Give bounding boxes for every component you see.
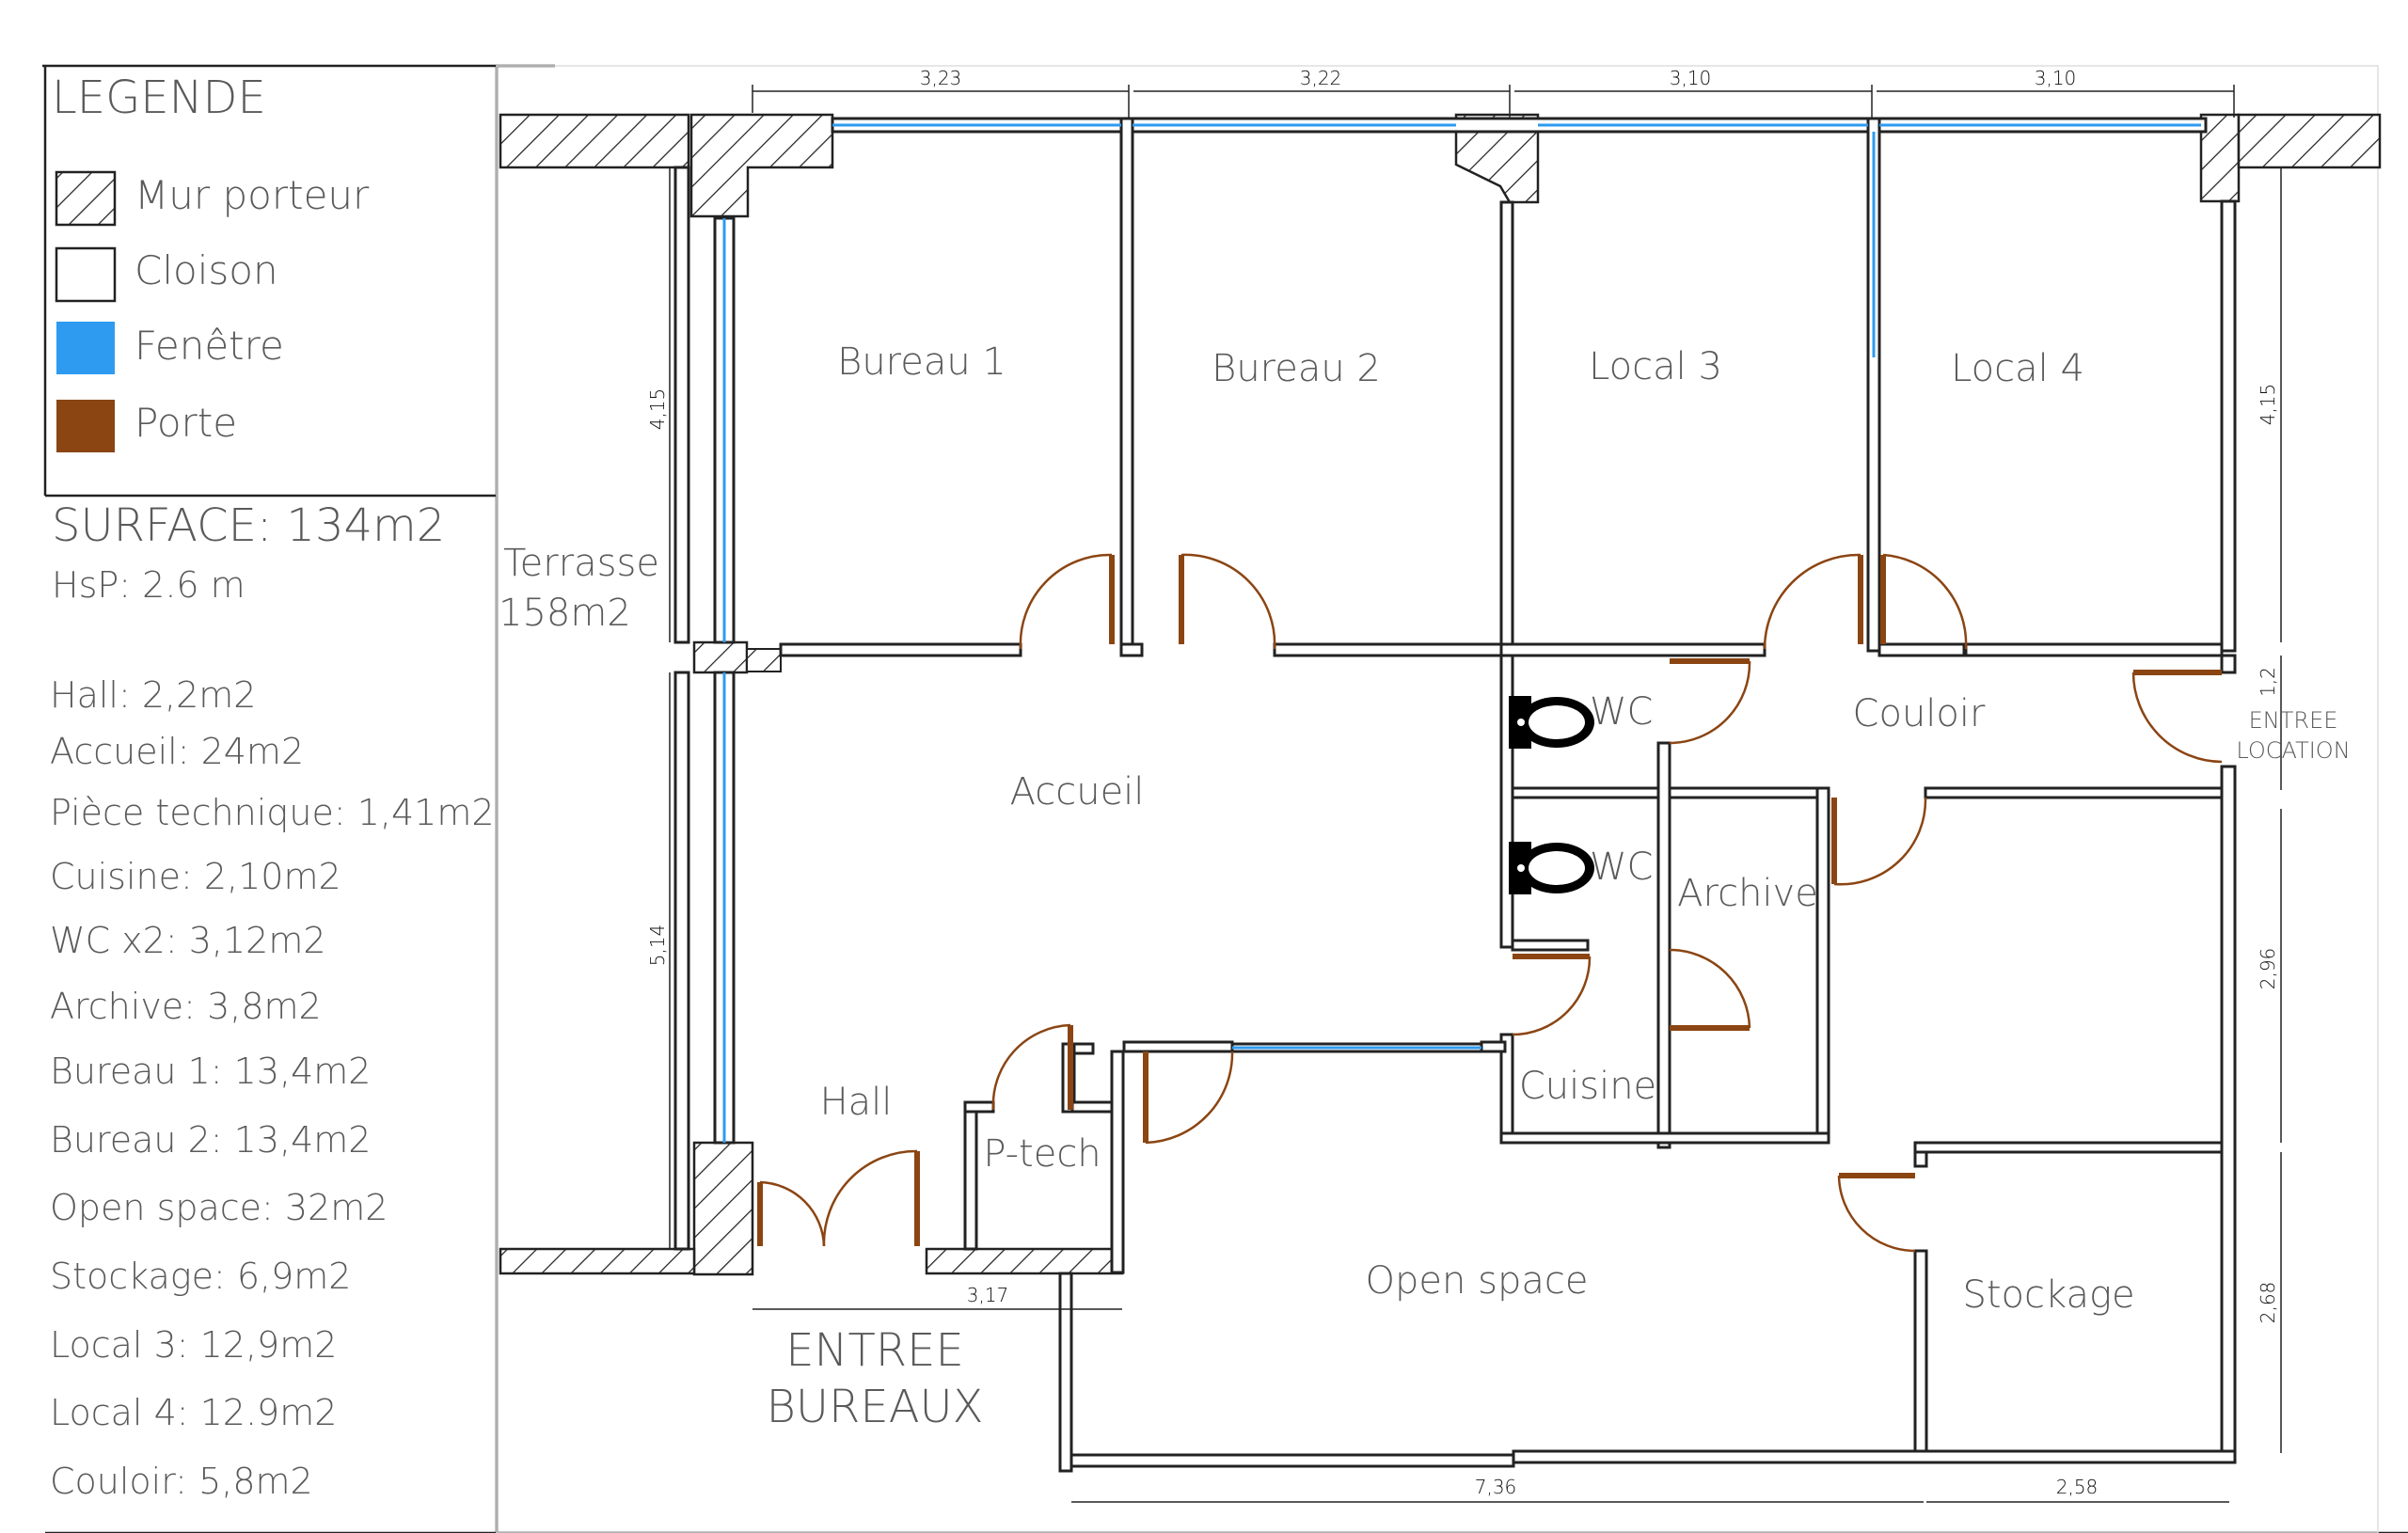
- windows: [722, 123, 2201, 1143]
- room-label-hall: Hall: [820, 1081, 893, 1124]
- entry-label-location: LOCATION: [2236, 737, 2350, 764]
- toilet-icon: [1509, 842, 1594, 894]
- room-label-wc: WC: [1590, 846, 1653, 889]
- surface-item: Local 3: 12,9m2: [50, 1324, 337, 1366]
- room-label-open-space: Open space: [1366, 1259, 1589, 1303]
- dimension-label: 4,15: [646, 388, 669, 431]
- room-label-bureau-2: Bureau 2: [1212, 347, 1381, 390]
- surface-item: Hall: 2,2m2: [50, 674, 256, 716]
- door-swatch: [56, 400, 115, 452]
- ceiling-height: HsP: 2.6 m: [52, 564, 246, 606]
- dimension-label: 4,15: [2257, 384, 2279, 426]
- legend-item-door: Porte: [135, 400, 237, 446]
- load-bearing-wall: [499, 113, 690, 169]
- dimension-label: 3,10: [2035, 67, 2077, 89]
- load-bearing-wall: [925, 1247, 1124, 1275]
- dimension-label: 5,14: [646, 925, 669, 967]
- room-label-terrasse: Terrasse: [503, 542, 659, 585]
- load-bearing-wall: [499, 1247, 696, 1275]
- surface-title: SURFACE: 134m2: [52, 499, 445, 552]
- window-swatch: [56, 322, 115, 374]
- partition-swatch: [55, 246, 117, 303]
- room-label-bureau-1: Bureau 1: [837, 340, 1006, 384]
- room-label-terrasse-area: 158m2: [499, 592, 631, 635]
- surface-item: Cuisine: 2,10m2: [50, 856, 341, 897]
- room-label-cuisine: Cuisine: [1519, 1065, 1656, 1108]
- surface-item: Local 4: 12.9m2: [50, 1392, 337, 1433]
- room-label-local-4: Local 4: [1951, 347, 2084, 390]
- toilet-icon: [1509, 696, 1594, 749]
- surface-item: Bureau 2: 13,4m2: [50, 1119, 371, 1161]
- surface-list: Hall: 2,2m2 Accueil: 24m2 Pièce techniqu…: [50, 674, 495, 1502]
- dimension-label: 2,58: [2056, 1476, 2099, 1498]
- load-bearing-wall: [692, 640, 749, 674]
- entry-label-bureaux: BUREAUX: [766, 1381, 983, 1433]
- load-bearing-wall: [746, 648, 782, 672]
- legend-title: LEGENDE: [52, 71, 266, 124]
- dimension-label: 3,22: [1300, 67, 1342, 89]
- doors: [757, 553, 2223, 1253]
- surface-item: Bureau 1: 13,4m2: [50, 1051, 371, 1092]
- room-label-couloir: Couloir: [1853, 692, 1986, 735]
- dimension-label: 7,36: [1475, 1476, 1517, 1498]
- load-bearing-walls: [499, 113, 2382, 1276]
- dimension-label: 3,23: [920, 67, 962, 89]
- room-label-accueil: Accueil: [1010, 770, 1145, 814]
- hatch-swatch: [55, 170, 117, 227]
- surface-item: Couloir: 5,8m2: [50, 1461, 313, 1502]
- surface-item: Stockage: 6,9m2: [50, 1256, 351, 1297]
- legend-item-load-bearing-wall: Mur porteur: [135, 172, 370, 218]
- plan-frame: [496, 65, 2379, 1533]
- surface-item: WC x2: 3,12m2: [50, 920, 326, 961]
- surface-item: Accueil: 24m2: [50, 731, 304, 772]
- entry-label-bureaux: ENTREE: [785, 1324, 964, 1377]
- partition-walls: [673, 117, 2237, 1473]
- surface-item: Pièce technique: 1,41m2: [50, 792, 495, 833]
- room-label-archive: Archive: [1677, 872, 1818, 915]
- room-label-stockage: Stockage: [1962, 1273, 2134, 1317]
- load-bearing-wall: [692, 1141, 754, 1276]
- dimension-lines: [669, 85, 2282, 1503]
- entry-label-location: ENTREE: [2249, 707, 2338, 734]
- dimension-label: 3,10: [1670, 67, 1712, 89]
- dimension-label: 1,2: [2257, 667, 2279, 697]
- surface-item: Archive: 3,8m2: [50, 986, 322, 1027]
- legend-panel: LEGENDE Mur porteur Cloison Fenêtre Port…: [42, 64, 2408, 1533]
- dimension-label: 2,68: [2257, 1282, 2279, 1324]
- surface-item: Open space: 32m2: [50, 1187, 388, 1228]
- room-labels: Bureau 1 Bureau 2 Local 3 Local 4 Terras…: [499, 340, 2351, 1433]
- legend-item-partition: Cloison: [135, 247, 278, 293]
- load-bearing-wall: [2237, 113, 2382, 169]
- load-bearing-wall: [2199, 113, 2241, 203]
- legend-item-window: Fenêtre: [135, 323, 284, 369]
- room-label-local-3: Local 3: [1589, 345, 1722, 388]
- load-bearing-wall: [689, 113, 834, 218]
- dimension-label: 3,17: [967, 1284, 1009, 1306]
- room-label-wc: WC: [1590, 690, 1653, 734]
- room-label-ptech: P-tech: [983, 1132, 1101, 1176]
- dimension-label: 2,96: [2257, 948, 2279, 990]
